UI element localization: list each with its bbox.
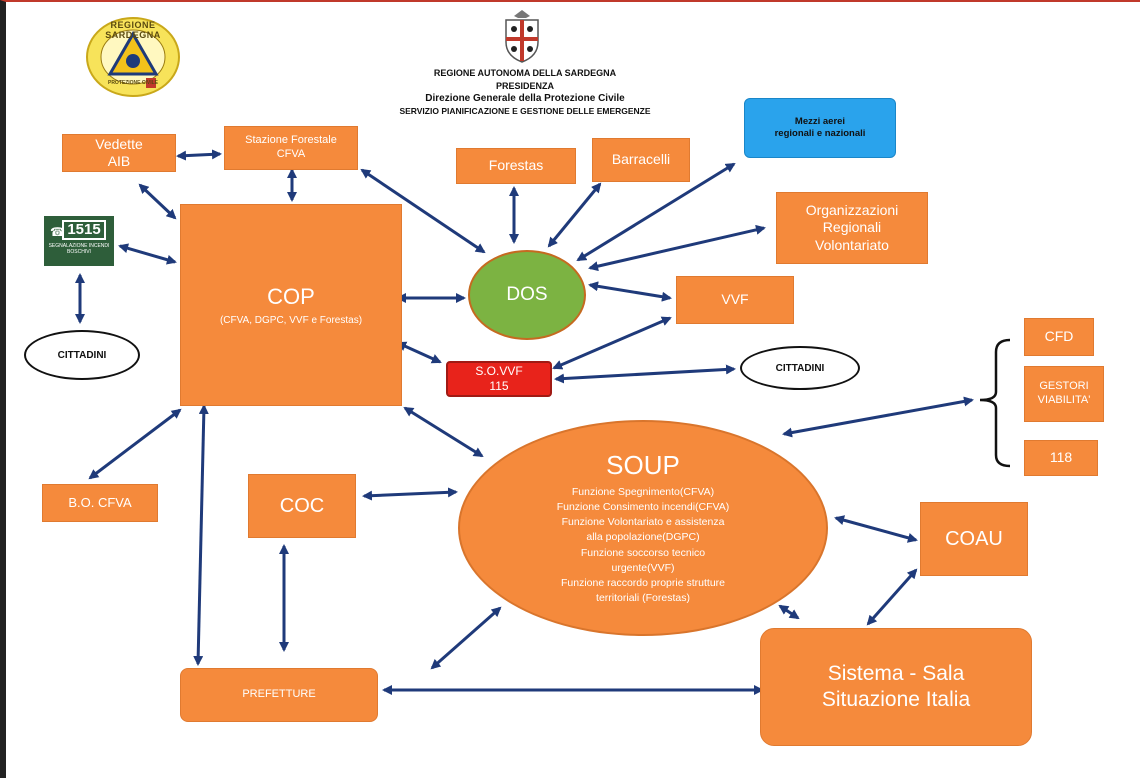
link-vedette-cop [138,183,177,220]
dos-label: DOS [506,284,548,305]
node-sistema-sala: Sistema - Sala Situazione Italia [760,628,1032,746]
soup-functions: Funzione Spegnimento(CFVA) Funzione Cons… [556,485,730,605]
cop-title: COP [267,284,315,309]
link-sovvf-cittadini [554,364,736,384]
link-stazione-dos [360,168,486,254]
node-cop: COP (CFVA, DGPC, VVF e Forestas) [180,204,402,406]
soup-title: SOUP [606,449,680,480]
badge-number: 1515 [62,220,106,240]
group-bracket [979,338,1011,468]
node-cittadini-left: CITTADINI [24,330,140,380]
node-cfd: CFD [1024,318,1094,356]
node-dos: DOS [468,250,586,340]
badge-1515: ☎ 1515 SEGNALAZIONE INCENDI BOSCHIVI [44,216,114,266]
header-direzione: Direzione Generale della Protezione Civi… [425,93,625,104]
link-badge-cop [118,243,177,265]
header-presidenza: PRESIDENZA [495,81,554,91]
node-stazione-forestale: Stazione Forestale CFVA [224,126,358,170]
coat-of-arms [505,10,539,63]
node-118: 118 [1024,440,1098,476]
header-org: REGIONE AUTONOMA DELLA SARDEGNA [433,68,617,78]
node-coau: COAU [920,502,1028,576]
link-soup-bracket [782,396,974,438]
header-servizio: SERVIZIO PIANIFICAZIONE E GESTIONE DELLE… [399,106,651,116]
link-cop-sovvf [396,341,442,364]
link-dos-vvf [588,281,672,302]
node-organizzazioni: Organizzazioni Regionali Volontariato [776,192,928,264]
link-vvf-sovvf [552,316,672,370]
link-soup-prefetture [430,606,502,670]
link-barracelli-dos [547,182,602,248]
badge-caption: SEGNALAZIONE INCENDI BOSCHIVI [48,243,110,255]
node-prefetture: PREFETTURE [180,668,378,722]
link-vedette-stazione [176,149,222,161]
node-soup: SOUP Funzione Spegnimento(CFVA) Funzione… [458,420,828,636]
node-barracelli: Barracelli [592,138,690,182]
link-soup-sistema [778,604,800,620]
link-organizzazioni-dos [588,224,766,272]
node-mezzi-aerei: Mezzi aerei regionali e nazionali [744,98,896,158]
link-coc-soup [362,487,458,501]
protezione-civile-logo [86,17,180,97]
node-forestas: Forestas [456,148,576,184]
cop-subtitle: (CFVA, DGPC, VVF e Forestas) [219,314,363,326]
node-so-vvf: S.O.VVF 115 [446,361,552,397]
node-cittadini-right: CITTADINI [740,346,860,390]
logo-text-top: REGIONE SARDEGNA [105,20,161,40]
link-cop-bo [88,408,182,480]
phone-icon: ☎ [50,225,65,239]
node-vedette-aib: Vedette AIB [62,134,176,172]
node-coc: COC [248,474,356,538]
logo-text-bottom: PROTEZIONE CIVILE [107,80,158,86]
node-bo-cfva: B.O. CFVA [42,484,158,522]
link-coau-sistema [866,568,918,626]
cittadini-right-label: CITTADINI [775,362,825,374]
node-gestori-viabilita: GESTORI VIABILITA' [1024,366,1104,422]
node-vvf: VVF [676,276,794,324]
link-soup-coau [834,515,918,543]
cittadini-left-label: CITTADINI [57,349,107,361]
link-cop-soup [403,406,484,458]
link-cop-prefetture [193,404,209,666]
